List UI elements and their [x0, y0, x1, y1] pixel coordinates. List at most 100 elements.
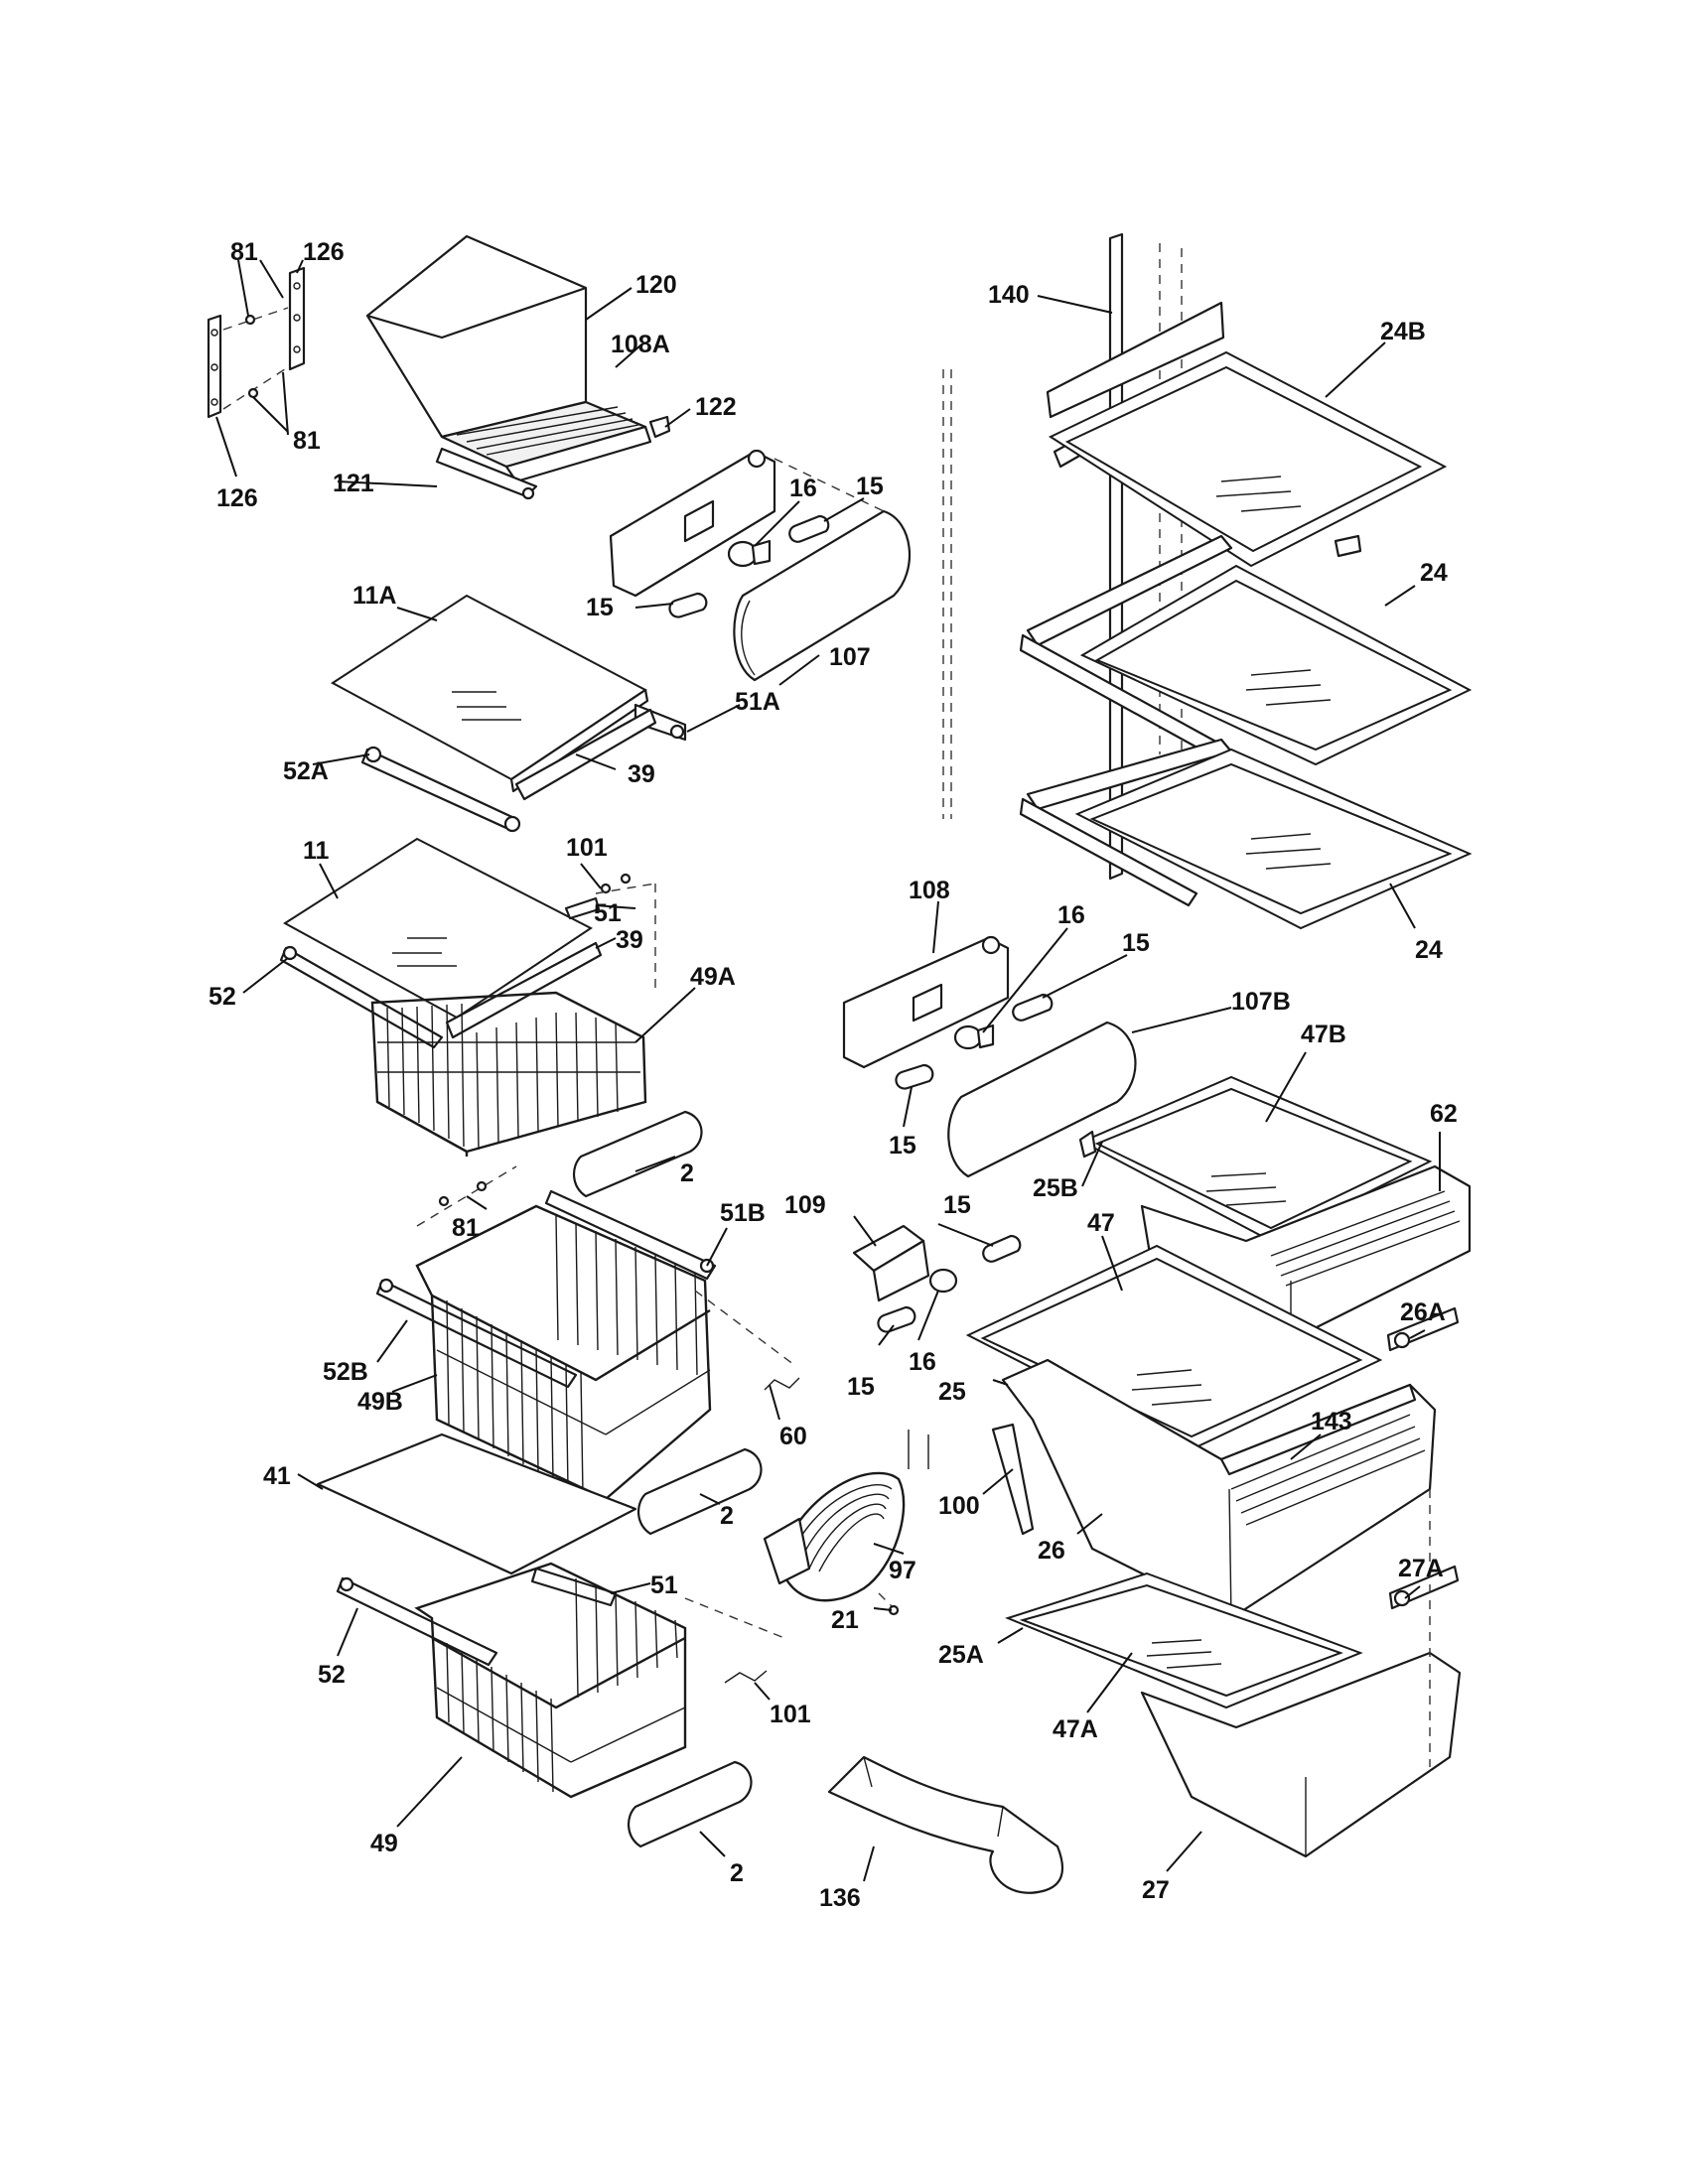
callout-24-a: 24 [1420, 559, 1448, 587]
callout-24-b: 24 [1415, 936, 1443, 964]
rail-51-a [564, 896, 601, 920]
callout-52-b: 52 [318, 1661, 346, 1689]
crisper-drawer-27 [1140, 1651, 1462, 1858]
callout-16-c: 16 [909, 1348, 936, 1376]
shelf-120 [365, 234, 652, 483]
callout-81-top: 81 [230, 238, 258, 266]
callout-107: 107 [829, 643, 871, 671]
rail-51-b [530, 1567, 618, 1607]
callout-2-c: 2 [730, 1859, 744, 1887]
callout-21: 21 [831, 1606, 859, 1634]
callout-121: 121 [333, 470, 374, 497]
callout-41: 41 [263, 1462, 291, 1490]
screw-21 [878, 1592, 900, 1616]
rail-51B [544, 1189, 717, 1281]
callout-27A: 27A [1398, 1555, 1444, 1582]
callout-2-a: 2 [680, 1160, 694, 1187]
screws-101-b [684, 1597, 785, 1684]
rail-121 [435, 447, 538, 500]
bulb-15-f [877, 1305, 916, 1333]
callout-26: 26 [1038, 1537, 1065, 1565]
heater-97 [763, 1430, 929, 1602]
callout-143: 143 [1311, 1408, 1352, 1435]
light-cover-107 [733, 509, 912, 682]
callout-100: 100 [938, 1492, 980, 1520]
callout-2-b: 2 [720, 1502, 734, 1530]
glass-47A [1005, 1571, 1363, 1709]
callout-11: 11 [303, 837, 330, 865]
callout-51A: 51A [735, 688, 780, 716]
bulb-15-b [668, 592, 708, 618]
glass-shelf-24B [1046, 301, 1448, 568]
callout-101-a: 101 [566, 834, 608, 862]
callout-52-a: 52 [209, 983, 236, 1011]
callout-49: 49 [370, 1830, 398, 1857]
glass-shelf-24-a [1019, 534, 1473, 766]
trim-39-a [514, 708, 657, 801]
callout-49A: 49A [690, 963, 736, 991]
bulb-15-e [982, 1234, 1022, 1263]
screws-60 [694, 1290, 800, 1391]
callout-52B: 52B [323, 1358, 368, 1386]
light-housing-109 [852, 1224, 930, 1302]
callout-24B: 24B [1380, 318, 1426, 345]
callout-39-b: 39 [616, 926, 643, 954]
rail-52A [360, 746, 521, 833]
callout-25: 25 [938, 1378, 966, 1406]
socket-16-a [727, 539, 772, 568]
bulb-15-d [895, 1063, 934, 1090]
callout-47A: 47A [1053, 1715, 1098, 1743]
leader-lines [215, 259, 1441, 1882]
light-housing-108 [842, 935, 1010, 1069]
glass-shelf-11A [331, 594, 649, 793]
screws-101-a [595, 873, 656, 993]
callout-52A: 52A [283, 757, 329, 785]
callout-108: 108 [909, 877, 950, 904]
callout-49B: 49B [357, 1388, 403, 1416]
clip-122 [648, 415, 671, 439]
shelf-41 [316, 1433, 637, 1575]
slide-26A [1386, 1306, 1460, 1352]
callout-81-c: 81 [452, 1214, 480, 1242]
callout-11A: 11A [352, 582, 396, 610]
wire-basket-49B [415, 1204, 712, 1501]
rail-52-a [279, 945, 444, 1049]
glass-47B [1079, 1075, 1433, 1243]
callout-108A: 108A [611, 331, 670, 358]
bracket-136 [827, 1755, 1064, 1894]
callout-81-mid: 81 [293, 427, 321, 455]
wire-basket-49A [370, 991, 647, 1157]
callout-122: 122 [695, 393, 737, 421]
callout-109: 109 [784, 1191, 826, 1219]
callout-51-a: 51 [594, 899, 622, 927]
callout-97: 97 [889, 1557, 916, 1584]
glass-shelf-24-b [1019, 738, 1473, 930]
callout-107B: 107B [1231, 988, 1291, 1016]
frame-25B [1078, 1130, 1097, 1159]
wire-basket-49 [414, 1562, 687, 1799]
callout-101-b: 101 [770, 1701, 811, 1728]
screws-81 [222, 307, 289, 410]
callout-15-a: 15 [856, 473, 884, 500]
callout-15-f: 15 [847, 1373, 875, 1401]
callout-136: 136 [819, 1884, 861, 1912]
callout-62: 62 [1430, 1100, 1458, 1128]
light-cover-107B [947, 1021, 1137, 1178]
bracket-126-right [288, 266, 306, 371]
callout-126-bottom: 126 [216, 484, 258, 512]
socket-16-c [928, 1268, 958, 1294]
glass-47 [965, 1244, 1383, 1451]
bulb-15-c [1012, 993, 1054, 1022]
callout-16-b: 16 [1057, 901, 1085, 929]
trim-2-c [628, 1760, 753, 1848]
callout-140: 140 [988, 281, 1030, 309]
screws-81-c [416, 1165, 517, 1227]
callout-15-b: 15 [586, 594, 614, 621]
callout-27: 27 [1142, 1876, 1170, 1904]
trim-2-a [573, 1110, 703, 1198]
callout-25B: 25B [1033, 1174, 1078, 1202]
callout-16-a: 16 [789, 475, 817, 502]
callout-15-d: 15 [889, 1132, 916, 1160]
callout-120: 120 [635, 271, 677, 299]
callout-15-c: 15 [1122, 929, 1150, 957]
